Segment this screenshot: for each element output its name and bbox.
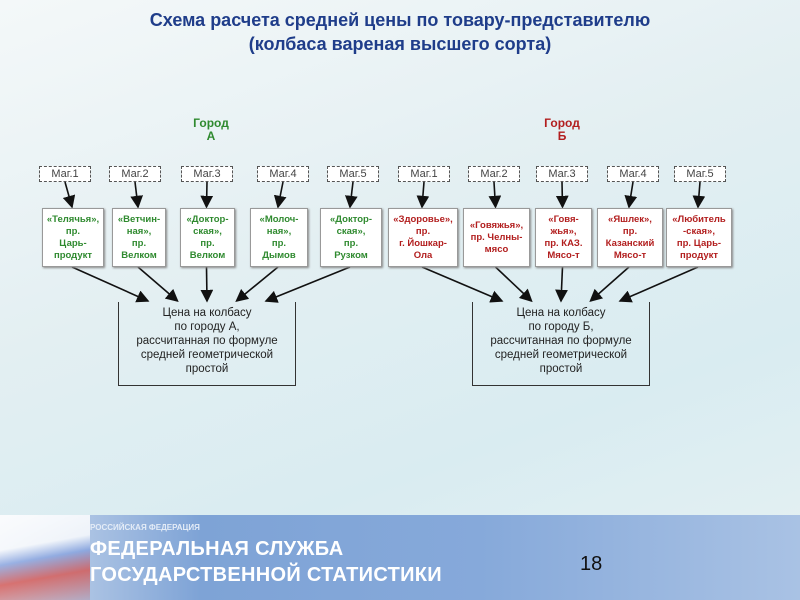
city-b-shop-label: Маг.5: [674, 166, 726, 182]
city-b-store-box: «Яшлек», пр. Казанский Мясо-т: [597, 208, 663, 267]
page-number: 18: [580, 553, 603, 575]
city-b-shop-label: Маг.2: [468, 166, 520, 182]
shop-to-store-arrow: [273, 181, 287, 209]
city-a-store-box: «Молоч- ная», пр. Дымов: [250, 208, 308, 267]
city-a-shop-label: Маг.1: [39, 166, 91, 182]
store-to-result-arrow: [589, 266, 630, 303]
city-b-store-box: «Здоровье», пр. г. Йошкар- Ола: [388, 208, 458, 267]
store-to-result-arrow: [235, 266, 279, 303]
shop-to-store-arrow: [624, 181, 638, 209]
footer-org-line-2: ГОСУДАРСТВЕННОЙ СТАТИСТИКИ: [90, 564, 442, 586]
store-to-result-arrow: [200, 266, 214, 303]
city-a-shop-label: Маг.3: [181, 166, 233, 182]
store-to-result-arrow: [137, 266, 179, 303]
footer-org-line-1: ФЕДЕРАЛЬНАЯ СЛУЖБА: [90, 538, 344, 560]
city-a-shop-label: Маг.5: [327, 166, 379, 182]
shop-to-store-arrow: [200, 181, 214, 209]
store-to-result-arrow: [555, 266, 568, 303]
footer-country: РОССИЙСКАЯ ФЕДЕРАЦИЯ: [90, 523, 200, 532]
shop-to-store-arrow: [416, 181, 430, 209]
shop-to-store-arrow: [488, 181, 502, 209]
store-to-result-arrow: [264, 266, 351, 303]
city-b-shop-label: Маг.1: [398, 166, 450, 182]
city-b-store-box: «Любитель -ская», пр. Царь- продукт: [666, 208, 732, 267]
city-a-label-letter: А: [206, 129, 216, 143]
city-a-result-box: Цена на колбасу по городу А, рассчитанна…: [118, 302, 296, 386]
city-a-store-box: «Доктор- ская», пр. Рузком: [320, 208, 382, 267]
shop-to-store-arrow: [692, 181, 706, 209]
city-a-shop-label: Маг.4: [257, 166, 309, 182]
footer-banner: РОССИЙСКАЯ ФЕДЕРАЦИЯ ФЕДЕРАЛЬНАЯ СЛУЖБА …: [0, 515, 800, 600]
store-to-result-arrow: [421, 266, 504, 303]
title-line-2: (колбаса вареная высшего сорта): [248, 34, 552, 54]
slide-title: Схема расчета средней цены по товару-пре…: [0, 8, 800, 56]
city-b-shop-label: Маг.3: [536, 166, 588, 182]
shop-to-store-arrow: [344, 181, 358, 209]
shop-to-store-arrow: [130, 181, 144, 209]
city-b-result-box: Цена на колбасу по городу Б, рассчитанна…: [472, 302, 650, 386]
city-b-label-letter: Б: [557, 129, 567, 143]
city-b-store-box: «Говя- жья», пр. КАЗ. Мясо-т: [535, 208, 592, 267]
store-to-result-arrow: [71, 266, 150, 303]
city-a-label-word: Город: [193, 116, 229, 130]
title-line-1: Схема расчета средней цены по товару-пре…: [149, 10, 651, 30]
city-b-shop-label: Маг.4: [607, 166, 659, 182]
shop-to-store-arrow: [62, 181, 76, 209]
russian-flag-graphic: [0, 515, 90, 600]
city-a-store-box: «Доктор- ская», пр. Велком: [180, 208, 235, 267]
store-to-result-arrow: [618, 266, 699, 303]
city-a-shop-label: Маг.2: [109, 166, 161, 182]
city-b-label-word: Город: [544, 116, 580, 130]
store-to-result-arrow: [494, 266, 533, 303]
city-a-store-box: «Телячья», пр. Царь- продукт: [42, 208, 104, 267]
city-b-store-box: «Говяжья», пр. Челны- мясо: [463, 208, 530, 267]
shop-to-store-arrow: [555, 181, 569, 209]
city-a-store-box: «Ветчин- ная», пр. Велком: [112, 208, 166, 267]
